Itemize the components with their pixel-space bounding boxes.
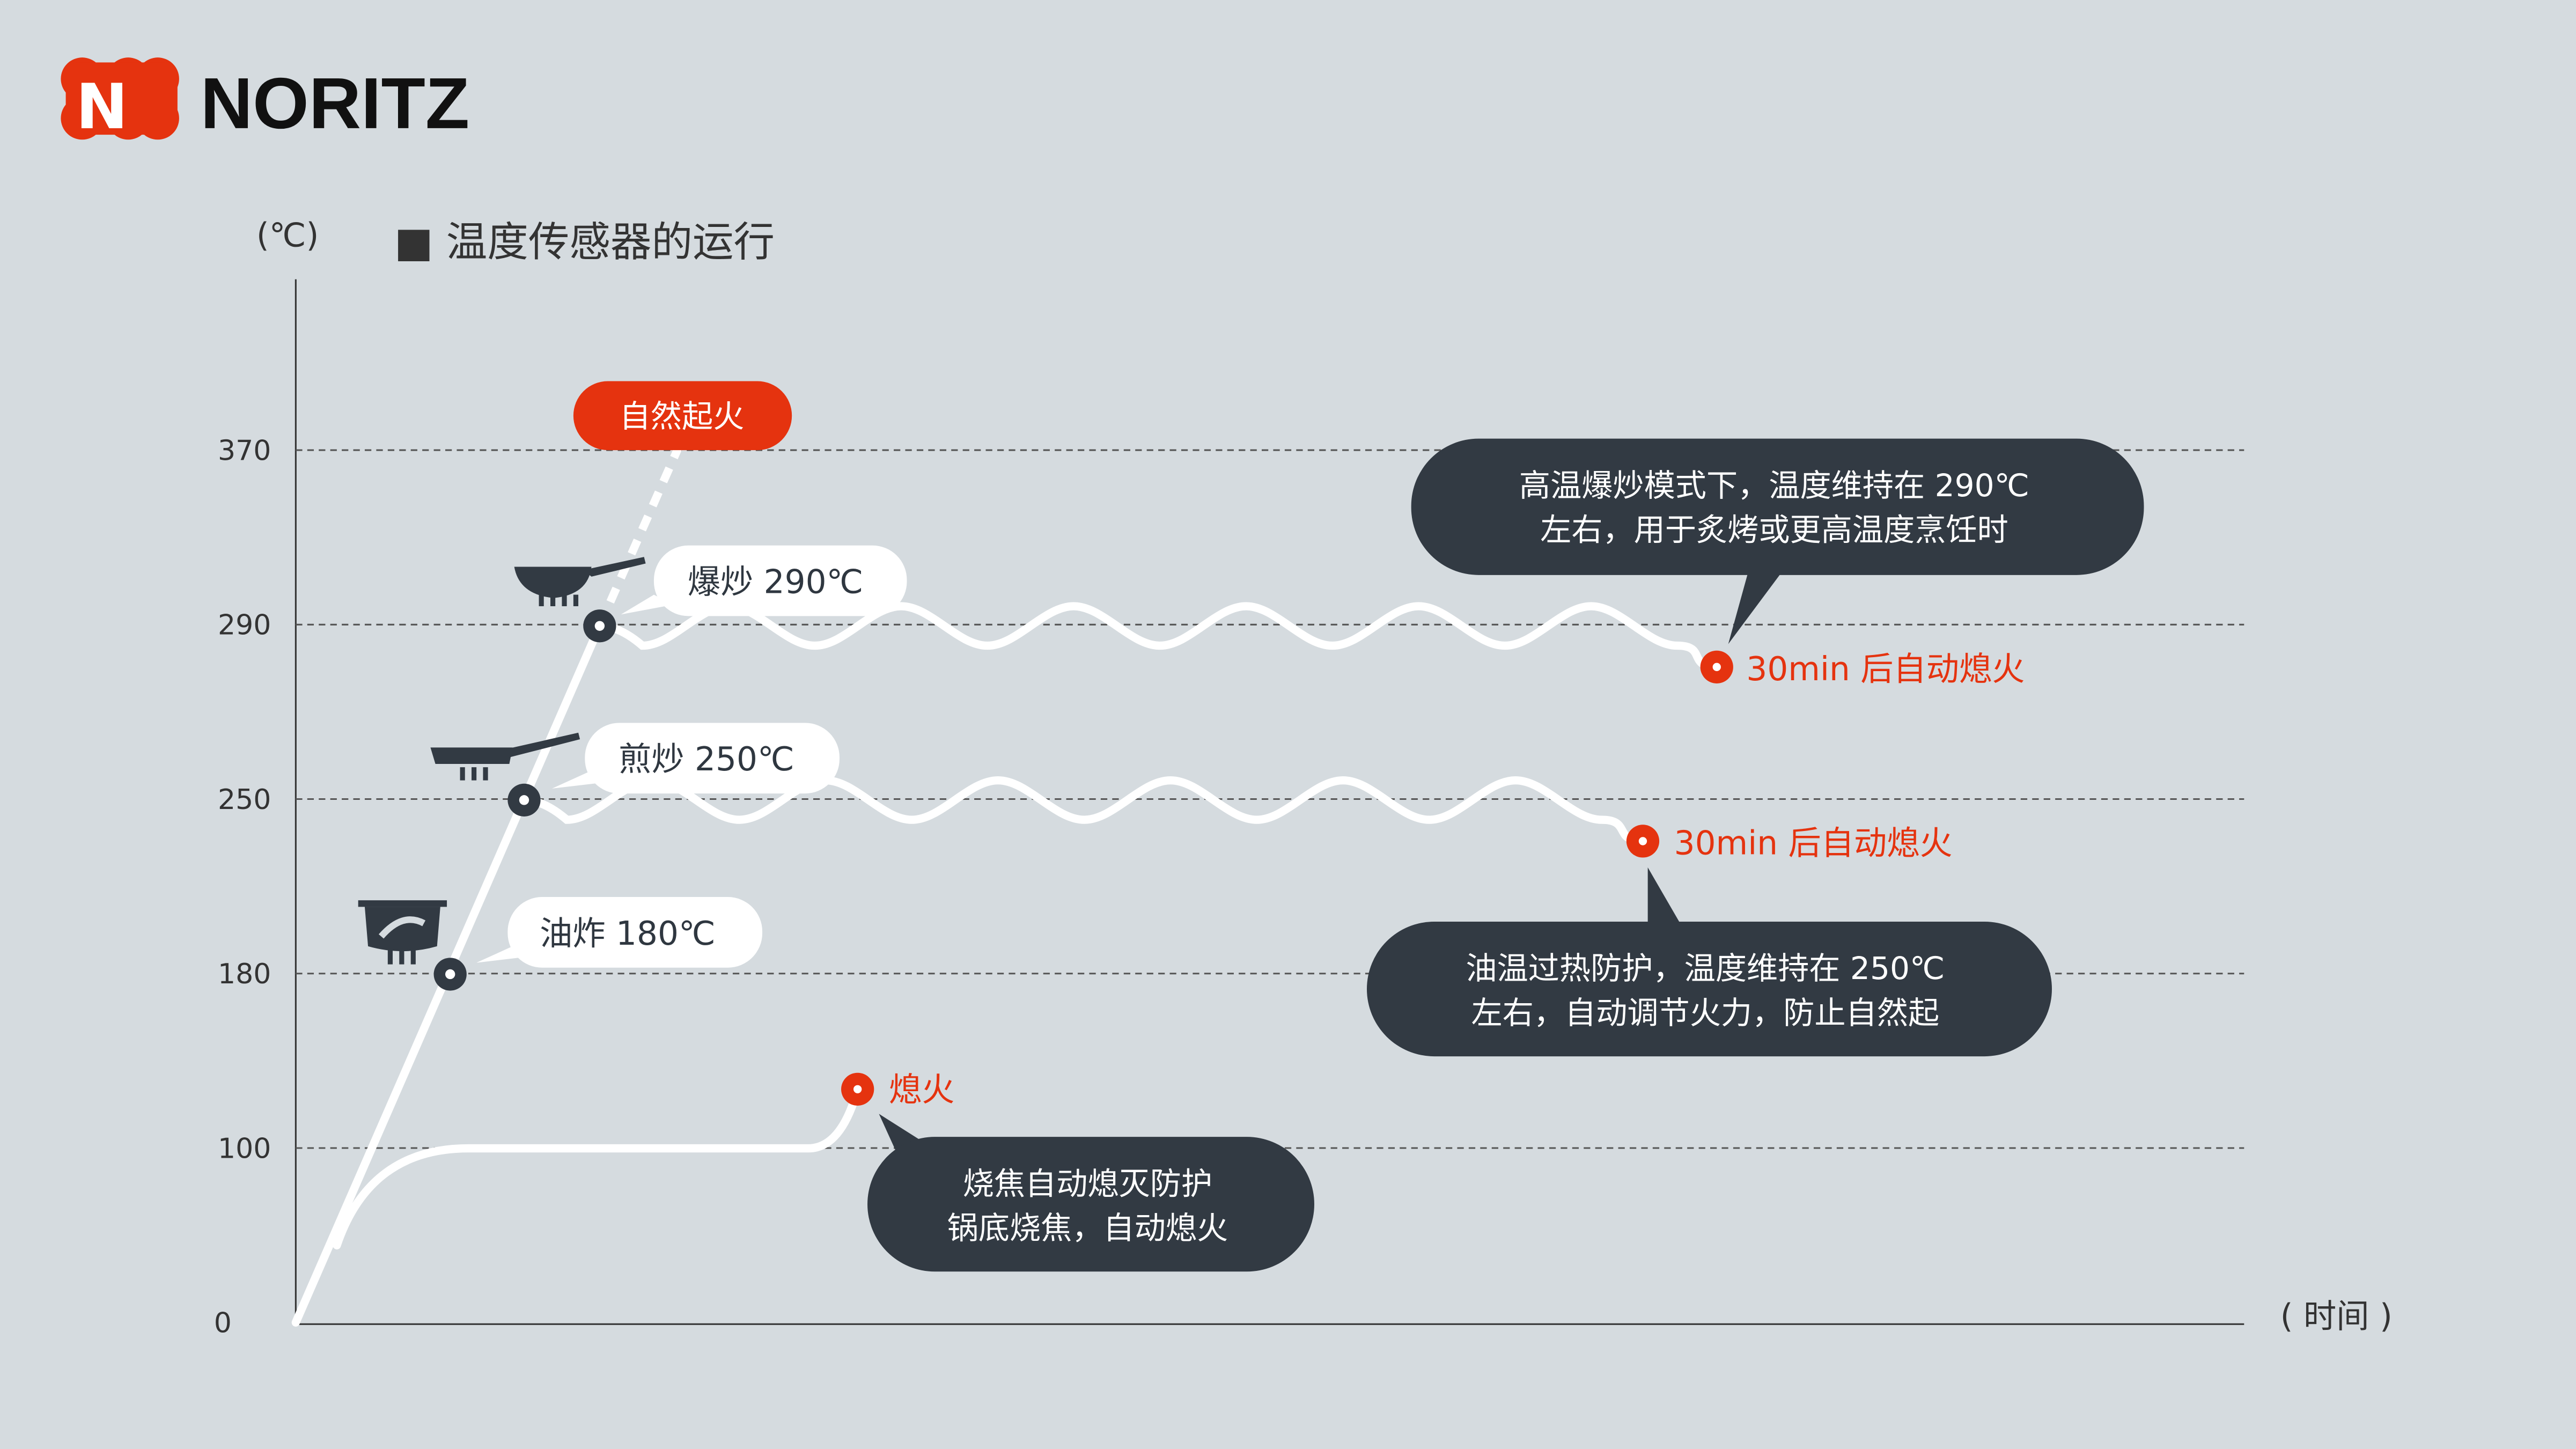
- chart-title: ■ 温度传感器的运行: [394, 219, 775, 267]
- label-250: 煎炒 250℃: [552, 723, 840, 794]
- shutoff-250-text: 30min 后自动熄火: [1674, 824, 1953, 862]
- annotation-burn: 烧焦自动熄灭防护 锅底烧焦，自动熄火: [867, 1114, 1314, 1272]
- annotation-290-line1: 高温爆炒模式下，温度维持在 290℃: [1519, 467, 2029, 504]
- brand-name: NORITZ: [201, 63, 469, 144]
- annotation-290: 高温爆炒模式下，温度维持在 290℃ 左右，用于炙烤或更高温度烹饪时: [1411, 438, 2144, 644]
- x-axis-label: ( 时间 ): [2280, 1297, 2393, 1335]
- wave-290: [595, 602, 1721, 671]
- y-tick-180: 180: [218, 958, 271, 990]
- shutoff-marker-290: 30min 后自动熄火: [1700, 650, 2025, 688]
- shutoff-burn-text: 熄火: [889, 1071, 954, 1109]
- y-tick-290: 290: [218, 609, 271, 642]
- label-250-text: 煎炒 250℃: [619, 740, 794, 778]
- node-180: [433, 958, 467, 991]
- ignition-dashed-line: [595, 442, 684, 628]
- annotation-290-line2: 左右，用于炙烤或更高温度烹饪时: [1540, 512, 2008, 548]
- annotation-burn-line2: 锅底烧焦，自动熄火: [947, 1210, 1228, 1246]
- label-290: 爆炒 290℃: [621, 545, 907, 616]
- ignition-label: 自然起火: [620, 398, 745, 435]
- label-180: 油炸 180℃: [476, 897, 763, 968]
- shutoff-marker-250: 30min 后自动熄火: [1626, 824, 1953, 862]
- label-290-text: 爆炒 290℃: [688, 563, 864, 601]
- logo-letter: N: [76, 71, 128, 143]
- annotation-250-line1: 油温过热防护，温度维持在 250℃: [1466, 950, 1945, 987]
- shutoff-marker-burn: 熄火: [841, 1071, 954, 1109]
- wave-250: [520, 776, 1647, 845]
- annotation-burn-line1: 烧焦自动熄灭防护: [963, 1165, 1212, 1202]
- frying-pan-icon: [430, 732, 580, 781]
- annotation-250-line2: 左右，自动调节火力，防止自然起: [1471, 995, 1940, 1031]
- wok-icon: [514, 557, 646, 607]
- y-tick-0: 0: [214, 1307, 232, 1340]
- deep-fryer-icon: [358, 900, 447, 965]
- ignition-badge: 自然起火: [573, 381, 792, 451]
- noritz-logo: N NORITZ: [61, 57, 469, 144]
- node-250: [507, 783, 541, 817]
- y-tick-370: 370: [218, 435, 271, 467]
- node-290: [583, 609, 616, 643]
- shutoff-290-text: 30min 后自动熄火: [1746, 650, 2025, 688]
- label-180-text: 油炸 180℃: [540, 915, 716, 953]
- burn-protection-curve: [333, 1085, 862, 1249]
- y-tick-250: 250: [218, 784, 271, 816]
- y-tick-100: 100: [218, 1132, 271, 1165]
- y-axis-unit: (℃): [256, 216, 319, 254]
- annotation-250: 油温过热防护，温度维持在 250℃ 左右，自动调节火力，防止自然起: [1366, 867, 2052, 1057]
